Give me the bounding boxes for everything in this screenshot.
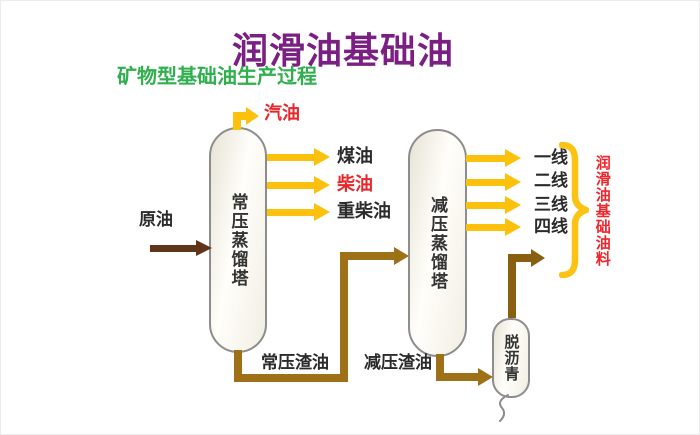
gasoline-riser-vertical <box>233 112 241 130</box>
heavy-diesel-label: 重柴油 <box>337 201 391 221</box>
line3-arrow <box>466 196 521 214</box>
atmospheric-tower-label: 常压蒸馏塔 <box>228 192 248 288</box>
vacuum-tower-label: 减压蒸馏塔 <box>428 195 447 291</box>
deasphalt-unit: 脱沥青 <box>492 318 530 398</box>
page-subtitle: 矿物型基础油生产过程 <box>117 66 317 88</box>
kerosene-arrow <box>267 148 330 166</box>
diesel-label: 柴油 <box>337 174 373 194</box>
pipe-segment <box>267 153 314 161</box>
gasoline-label: 汽油 <box>264 103 300 123</box>
pipe-segment <box>150 244 196 252</box>
pipe-segment <box>466 154 505 162</box>
atmospheric-residue-pipe-feed <box>340 252 394 260</box>
heavy-diesel-arrow <box>267 203 330 221</box>
arrowhead-icon <box>314 203 330 221</box>
arrowhead-icon <box>505 218 521 236</box>
atmospheric-tower: 常压蒸馏塔 <box>209 127 267 353</box>
arrowhead-icon <box>196 240 212 256</box>
line4-label: 四线 <box>534 217 568 236</box>
asphalt-outlet-squiggle <box>499 394 509 422</box>
line2-arrow <box>466 173 521 191</box>
pipe-segment <box>267 208 314 216</box>
pipe-segment <box>466 223 505 231</box>
atmospheric-residue-label: 常压渣油 <box>261 353 329 372</box>
gasoline-riser-horizontal <box>233 112 246 120</box>
arrowhead-icon <box>314 176 330 194</box>
vacuum-tower: 减压蒸馏塔 <box>408 129 467 357</box>
arrowhead-icon <box>505 149 521 167</box>
line1-arrow <box>466 149 521 167</box>
brace-icon <box>559 142 589 278</box>
base-oil-stock-annotation: 润滑油基础油料 <box>593 155 611 267</box>
deasphalted-oil-pipe-across <box>508 254 531 262</box>
deasphalt-unit-label: 脱沥青 <box>502 334 520 382</box>
vacuum-residue-pipe-across <box>436 373 478 381</box>
arrowhead-icon <box>505 196 521 214</box>
crude-oil-arrow <box>150 240 212 256</box>
pipe-segment <box>267 181 314 189</box>
line3-label: 三线 <box>534 195 568 214</box>
crude-oil-label: 原油 <box>139 210 173 229</box>
line2-label: 二线 <box>534 171 568 190</box>
vacuum-residue-label: 减压渣油 <box>364 353 432 372</box>
arrowhead-icon <box>478 368 493 386</box>
page-title: 润滑油基础油 <box>232 31 455 71</box>
pipe-segment <box>466 201 505 209</box>
atmospheric-residue-pipe-up <box>340 252 348 382</box>
atmospheric-residue-pipe-across <box>234 374 348 382</box>
kerosene-label: 煤油 <box>337 146 373 166</box>
deasphalted-oil-pipe-up <box>508 254 516 318</box>
vacuum-residue-pipe-down <box>436 354 444 381</box>
line4-arrow <box>466 218 521 236</box>
arrowhead-icon <box>531 249 545 267</box>
arrowhead-icon <box>246 107 259 125</box>
atmospheric-residue-pipe-down <box>234 350 242 382</box>
pipe-segment <box>466 178 505 186</box>
arrowhead-icon <box>505 173 521 191</box>
line1-label: 一线 <box>534 148 568 167</box>
diesel-arrow <box>267 176 330 194</box>
arrowhead-icon <box>394 247 409 265</box>
arrowhead-icon <box>314 148 330 166</box>
